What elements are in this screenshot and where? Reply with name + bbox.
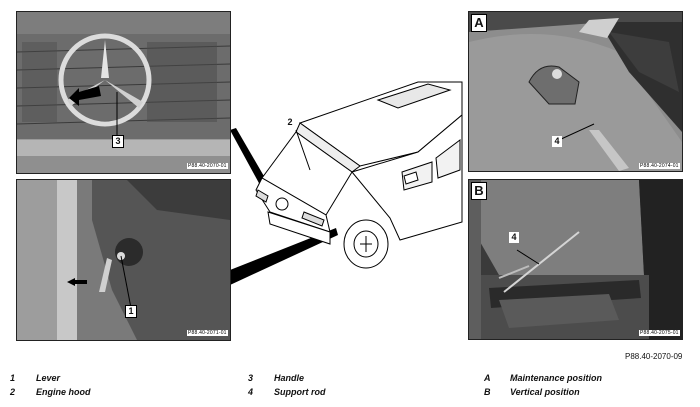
photo-grille-handle: 3 P88.40-2070-01 — [16, 11, 231, 174]
callout-support-rod: 4 — [552, 136, 562, 147]
legend-text: Handle — [274, 373, 305, 383]
legend-text: Engine hood — [36, 387, 91, 397]
legend-text: Vertical position — [510, 387, 580, 397]
legend-text: Lever — [36, 373, 61, 383]
callout-lever: 1 — [125, 305, 137, 318]
legend-key: A — [484, 373, 491, 383]
view-label-b: B — [471, 182, 487, 200]
view-label-a: A — [471, 14, 487, 32]
legend-key: B — [484, 387, 491, 397]
photo-maintenance-position: A 4 P88.40-2074-01 — [468, 11, 683, 172]
photo-vertical-position: B 4 P88.40-2075-01 — [468, 179, 683, 340]
legend-text: Support rod — [274, 387, 326, 397]
lever-illustration — [17, 180, 230, 340]
photo-code: P88.40-2075-01 — [639, 330, 680, 336]
photo-code: P88.40-2070-01 — [187, 163, 228, 169]
figure-number: P88.40-2070-09 — [625, 352, 683, 361]
callout-support-rod: 4 — [509, 232, 519, 243]
legend-text: Maintenance position — [510, 373, 603, 383]
legend-key: 4 — [248, 387, 254, 397]
photo-release-lever: 1 P88.40-2071-01 — [16, 179, 231, 341]
legend-key: 2 — [10, 387, 16, 397]
photo-code: P88.40-2071-01 — [187, 330, 228, 336]
grille-illustration — [17, 12, 230, 173]
maintenance-illustration — [469, 12, 682, 171]
photo-code: P88.40-2074-01 — [639, 163, 680, 169]
legend-key: 3 — [248, 373, 254, 383]
legend-key: 1 — [10, 373, 16, 383]
vertical-illustration — [469, 180, 682, 339]
callout-handle: 3 — [112, 135, 124, 148]
legend: 1 Lever 2 Engine hood 3 Handle 4 Support… — [10, 373, 690, 403]
callout-engine-hood: 2 — [285, 117, 295, 128]
